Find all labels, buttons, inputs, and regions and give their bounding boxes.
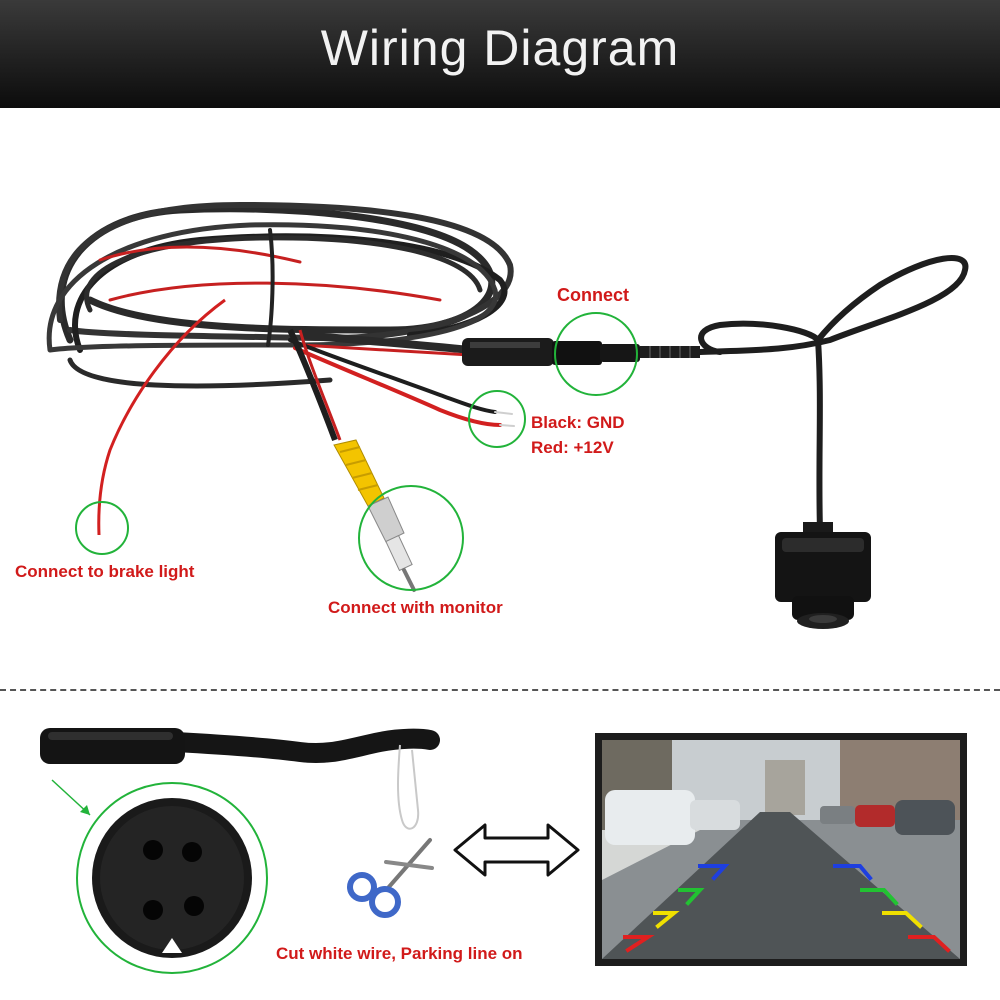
pin-hole bbox=[143, 900, 163, 920]
rca-plug bbox=[333, 439, 416, 592]
label-red-12v: Red: +12V bbox=[531, 438, 614, 457]
label-parking-line: Cut white wire, Parking line on bbox=[276, 944, 523, 963]
connector-pin-closeup bbox=[76, 782, 268, 974]
power-wires bbox=[288, 338, 515, 427]
brake-wire bbox=[97, 298, 226, 536]
label-brake-light: Connect to brake light bbox=[15, 562, 195, 581]
aviation-connector bbox=[462, 338, 700, 366]
label-black-gnd: Black: GND bbox=[531, 413, 625, 432]
connect-highlight-circle bbox=[554, 312, 638, 396]
guide-line-blue-left bbox=[698, 864, 730, 881]
monitor-highlight-circle bbox=[358, 485, 464, 591]
section-divider bbox=[0, 689, 1000, 691]
label-connect: Connect bbox=[557, 285, 629, 305]
scissors-icon bbox=[347, 838, 434, 918]
guide-line-yellow-right bbox=[882, 911, 923, 929]
video-cable bbox=[287, 328, 338, 442]
cable-coil bbox=[46, 201, 514, 389]
label-monitor: Connect with monitor bbox=[328, 598, 503, 617]
guide-line-green-left bbox=[678, 888, 705, 906]
guide-line-blue-right bbox=[833, 864, 873, 881]
camera-cable bbox=[697, 255, 969, 533]
double-arrow-icon bbox=[453, 823, 580, 877]
guide-line-red-left bbox=[623, 935, 655, 953]
monitor-screen bbox=[595, 733, 967, 966]
main-cable bbox=[299, 331, 471, 354]
four-pin-cable bbox=[40, 728, 440, 830]
guide-line-green-right bbox=[860, 888, 899, 906]
page-title: Wiring Diagram bbox=[320, 20, 680, 76]
camera-body bbox=[775, 522, 871, 629]
power-wire-highlight-circle bbox=[468, 390, 526, 448]
pin-hole bbox=[184, 896, 204, 916]
guide-line-yellow-left bbox=[653, 911, 680, 929]
brake-light-highlight-circle bbox=[75, 501, 129, 555]
pin-hole bbox=[182, 842, 202, 862]
guide-line-red-right bbox=[908, 935, 951, 953]
pin-hole bbox=[143, 840, 163, 860]
header-bar: Wiring Diagram bbox=[0, 0, 1000, 108]
